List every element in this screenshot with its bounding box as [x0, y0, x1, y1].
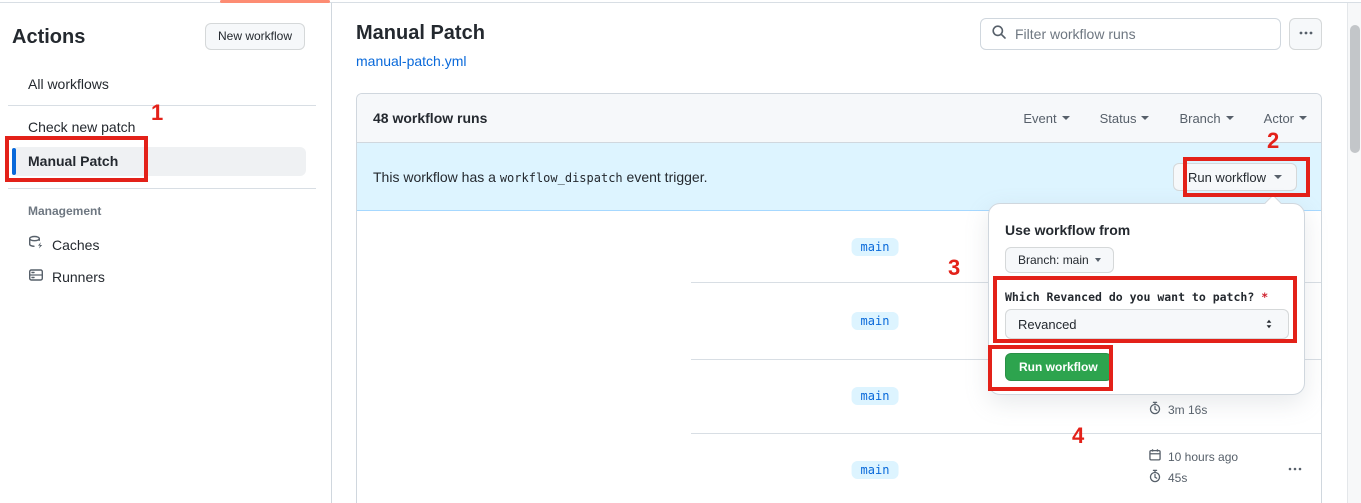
stopwatch-icon	[1148, 401, 1162, 418]
chevron-down-icon	[1094, 258, 1101, 262]
branch-badge[interactable]: main	[851, 461, 899, 479]
sidebar-divider	[8, 188, 316, 189]
workflow-options-kebab-button[interactable]	[1289, 18, 1322, 50]
event-filter-dropdown[interactable]: Event	[1023, 111, 1070, 126]
chevron-down-icon	[1274, 175, 1282, 179]
sidebar-item-label: Runners	[52, 268, 105, 285]
sidebar-item-label: Caches	[52, 236, 100, 253]
selected-indicator-bar	[12, 148, 16, 175]
header-bottom-border	[0, 2, 1361, 3]
actor-filter-dropdown[interactable]: Actor	[1264, 111, 1307, 126]
filter-workflow-runs-searchbox[interactable]	[980, 18, 1281, 50]
sidebar-item-check-new-patch[interactable]: Check new patch	[28, 119, 136, 135]
runs-count: 48 workflow runs	[373, 110, 488, 126]
workflow-file-link[interactable]: manual-patch.yml	[356, 53, 467, 69]
workflow-dispatch-code: workflow_dispatch	[499, 170, 623, 185]
run-duration: 45s	[1148, 469, 1187, 486]
workflow-run-row[interactable]: main 10 hours ago 45s	[357, 433, 1321, 503]
sidebar-item-all-workflows[interactable]: All workflows	[28, 76, 109, 92]
row-divider	[691, 433, 1321, 434]
run-options-kebab-button[interactable]	[1286, 461, 1304, 482]
branch-badge[interactable]: main	[851, 311, 899, 330]
management-section-header: Management	[28, 204, 102, 218]
stopwatch-icon	[1148, 469, 1162, 486]
workflow-input-label: Which Revanced do you want to patch? *	[1005, 290, 1269, 304]
revanced-select[interactable]: Revanced	[1005, 309, 1289, 339]
status-filter-dropdown[interactable]: Status	[1100, 111, 1150, 126]
run-workflow-dropdown-button[interactable]: Run workflow	[1172, 163, 1297, 191]
updown-arrows-icon	[1266, 319, 1272, 329]
workflow-run-row[interactable]: main	[357, 211, 1321, 282]
branch-selector-button[interactable]: Branch: main	[1005, 247, 1114, 273]
page-scrollbar-thumb[interactable]	[1350, 25, 1360, 153]
chevron-down-icon	[1061, 116, 1070, 120]
calendar-icon	[1148, 448, 1162, 465]
search-icon	[991, 24, 1007, 45]
actions-tab-underline	[220, 0, 330, 3]
sidebar-item-caches[interactable]: Caches	[28, 235, 99, 254]
chevron-down-icon	[1299, 116, 1307, 120]
annotation-number-1: 1	[151, 100, 164, 125]
branch-badge[interactable]: main	[851, 387, 899, 405]
runners-icon	[28, 267, 44, 286]
sidebar-item-label: Manual Patch	[28, 153, 119, 169]
kebab-icon	[1298, 25, 1314, 44]
chevron-down-icon	[1225, 116, 1234, 120]
popover-heading: Use workflow from	[1005, 222, 1131, 238]
runs-panel-header: 48 workflow runs Event Status Branch Act…	[357, 94, 1321, 143]
sidebar-title: Actions	[12, 26, 86, 48]
banner-text: This workflow has a workflow_dispatch ev…	[373, 168, 708, 185]
run-workflow-popover: Use workflow from Branch: main Which Rev…	[988, 194, 1305, 395]
sidebar-main-divider	[331, 3, 332, 503]
chevron-down-icon	[1141, 116, 1150, 120]
run-workflow-submit-button[interactable]: Run workflow	[1005, 353, 1112, 381]
required-asterisk: *	[1261, 290, 1269, 304]
branch-badge[interactable]: main	[851, 237, 899, 256]
page-scrollbar-track[interactable]	[1347, 3, 1361, 503]
runs-filter-menus: Event Status Branch Actor	[1023, 111, 1307, 126]
branch-filter-dropdown[interactable]: Branch	[1179, 111, 1234, 126]
sidebar-item-manual-patch[interactable]: Manual Patch	[12, 147, 306, 176]
run-start-time: 10 hours ago	[1148, 448, 1238, 465]
new-workflow-button[interactable]: New workflow	[205, 23, 306, 50]
sidebar-item-runners[interactable]: Runners	[28, 267, 105, 286]
sidebar-divider	[8, 105, 316, 106]
page-title: Manual Patch	[356, 22, 485, 44]
search-input[interactable]	[1015, 26, 1270, 42]
cache-icon	[28, 235, 44, 254]
run-duration: 3m 16s	[1148, 401, 1207, 418]
workflow-dispatch-banner: This workflow has a workflow_dispatch ev…	[357, 143, 1321, 211]
